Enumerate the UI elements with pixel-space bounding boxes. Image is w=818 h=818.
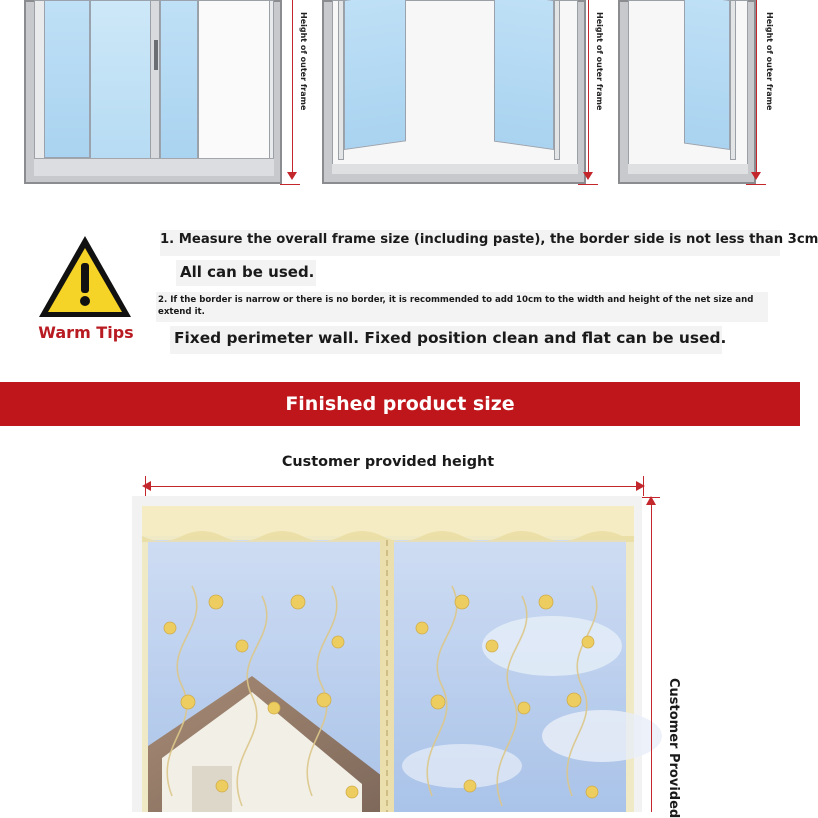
height-dimension-line <box>651 498 652 812</box>
tip-highlight <box>170 326 722 354</box>
dimension-line <box>756 0 757 176</box>
down-arrow-icon <box>287 172 297 180</box>
warning-icon <box>39 236 131 317</box>
section-banner: Finished product size <box>0 382 800 426</box>
tip-highlight <box>156 292 768 322</box>
tip-all-can-be-used: All can be used. <box>180 263 315 281</box>
dimension-line <box>292 0 293 176</box>
side-dimension-label: Customer Provided <box>666 678 681 818</box>
tip-measure-frame: 1. Measure the overall frame size (inclu… <box>160 232 818 247</box>
warm-tips-label: Warm Tips <box>38 323 134 342</box>
right-arrow-icon <box>636 481 645 491</box>
down-arrow-icon <box>583 172 593 180</box>
window-handle-icon <box>154 40 158 70</box>
down-arrow-icon <box>751 172 761 180</box>
section-title: Finished product size <box>285 393 515 415</box>
dimension-line <box>588 0 589 176</box>
top-dimension-label: Customer provided height <box>281 454 495 470</box>
screen-door-image <box>132 496 662 812</box>
dimension-label: Height of outer frame <box>299 12 308 111</box>
window-diagrams: Height of outer frame Height of outer fr… <box>0 0 800 195</box>
width-dimension-line <box>146 486 642 487</box>
left-arrow-icon <box>142 481 151 491</box>
dimension-label: Height of outer frame <box>595 12 604 111</box>
tip-highlight <box>160 230 780 256</box>
up-arrow-icon <box>646 496 656 505</box>
tip-highlight <box>176 260 316 286</box>
tip-fixed-perimeter: Fixed perimeter wall. Fixed position cle… <box>174 329 727 347</box>
tip-narrow-border: 2. If the border is narrow or there is n… <box>158 295 754 317</box>
dimension-label: Height of outer frame <box>765 12 774 111</box>
